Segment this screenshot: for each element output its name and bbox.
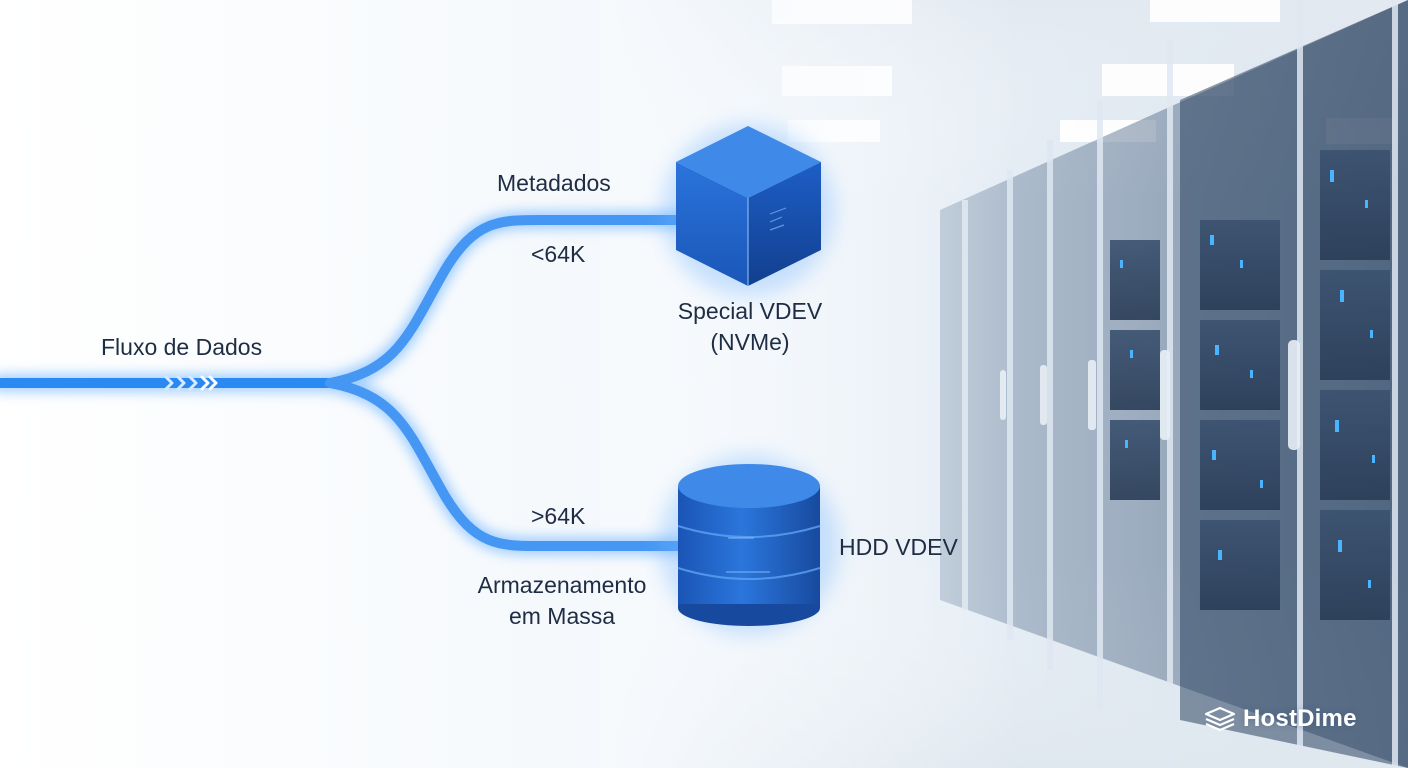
small-block-label: <64K bbox=[531, 241, 586, 267]
special-vdev-label: Special VDEV (NVMe) bbox=[650, 296, 850, 358]
stacked-layers-logo-icon bbox=[1204, 706, 1236, 732]
mass-storage-branch-line bbox=[325, 378, 685, 551]
metadata-branch-line bbox=[325, 215, 685, 388]
brand-logo: HostDime bbox=[1205, 704, 1357, 734]
metadata-label: Metadados bbox=[497, 170, 611, 196]
flow-lines bbox=[0, 211, 689, 555]
cube-icon bbox=[662, 124, 834, 296]
mass-storage-line2: em Massa bbox=[508, 603, 616, 629]
chevron-arrows-icon bbox=[164, 375, 218, 391]
data-flow-label: Fluxo de Dados bbox=[101, 334, 263, 360]
mass-storage-label: Armazenamento em Massa bbox=[452, 570, 672, 632]
server-racks bbox=[940, 0, 1408, 768]
large-block-label: >64K bbox=[531, 503, 586, 529]
database-cylinder-icon bbox=[659, 455, 839, 635]
hdd-vdev-label: HDD VDEV bbox=[839, 534, 958, 560]
special-vdev-line2: (NVMe) bbox=[710, 329, 790, 355]
brand-name: HostDime bbox=[1243, 705, 1357, 732]
mass-storage-line1: Armazenamento bbox=[477, 572, 647, 598]
special-vdev-line1: Special VDEV bbox=[677, 298, 823, 324]
